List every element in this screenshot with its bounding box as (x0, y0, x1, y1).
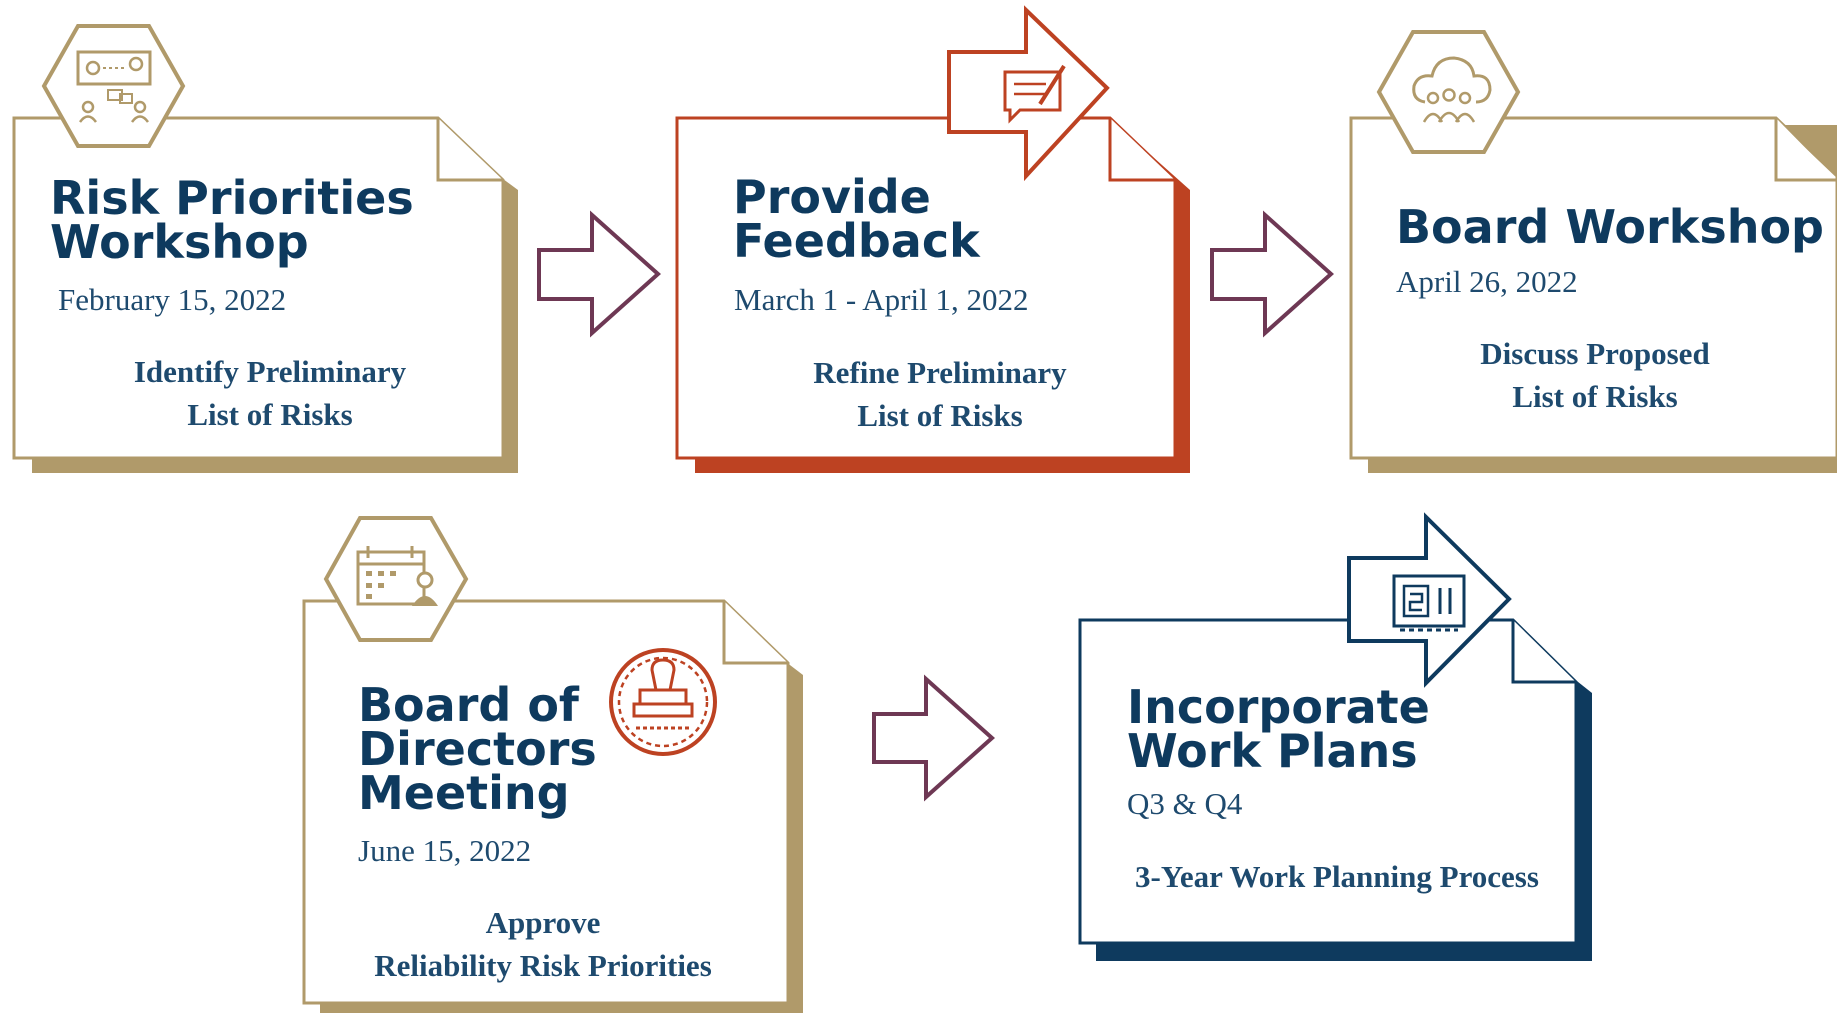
step-description: Discuss Proposed List of Risks (1480, 336, 1710, 414)
card-fold (436, 118, 503, 182)
step-date: June 15, 2022 (358, 833, 532, 868)
card-fold (1774, 118, 1837, 182)
step-card-1 (12, 24, 518, 473)
cloud-group-icon (1376, 30, 1521, 154)
calendar-person-icon (323, 516, 469, 642)
arrow-right-icon (1210, 210, 1335, 338)
card-page (12, 116, 505, 460)
step-description: 3-Year Work Planning Process (1135, 859, 1539, 894)
step-title: Risk Priorities Workshop (50, 171, 414, 269)
step-card-2 (675, 5, 1190, 473)
card-fold (722, 601, 788, 665)
step-date: April 26, 2022 (1396, 264, 1578, 299)
arrow-right-icon (537, 210, 662, 338)
step-description: Refine Preliminary List of Risks (813, 355, 1067, 433)
step-date: Q3 & Q4 (1127, 786, 1243, 821)
step-date: March 1 - April 1, 2022 (734, 282, 1029, 317)
step-title: Provide Feedback (733, 170, 980, 268)
step-description: Identify Preliminary List of Risks (133, 354, 407, 432)
step-card-5 (1078, 512, 1592, 961)
step-title: Board of Directors Meeting (358, 678, 597, 820)
step-description: Approve Reliability Risk Priorities (374, 905, 712, 983)
step-card-3 (1349, 30, 1837, 473)
step-title: Incorporate Work Plans (1127, 680, 1430, 778)
approval-stamp-icon (609, 648, 717, 756)
step-title: Board Workshop (1396, 200, 1824, 254)
presentation-meeting-icon (41, 24, 186, 148)
card-fold (1511, 620, 1576, 684)
card-fold (1108, 118, 1175, 182)
card-page (1349, 116, 1837, 460)
step-card-4 (302, 516, 803, 1013)
arrow-right-icon (872, 674, 996, 802)
planning-board-icon (1347, 512, 1512, 688)
feedback-chat-icon (947, 5, 1110, 182)
step-date: February 15, 2022 (58, 282, 287, 317)
